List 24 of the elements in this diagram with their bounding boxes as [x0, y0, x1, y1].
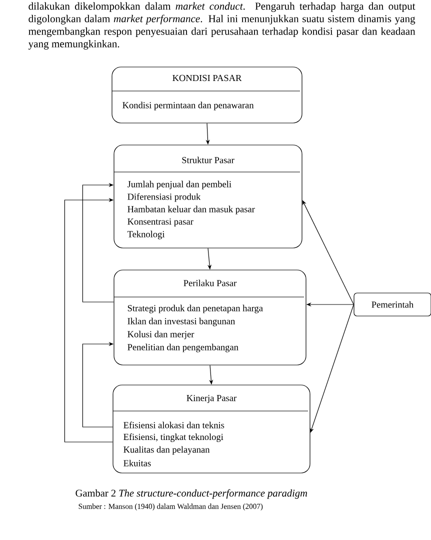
- box-item: Kondisi permintaan dan penawaran: [122, 102, 254, 110]
- box-item: Kualitas dan pelayanan: [124, 446, 210, 455]
- paragraph: dilakukan dikelompokkan dalam market conduct. Pengaruh terhadap harga dan output digolongkan dalam market performance. Hal ini menunjukkan suatu sistem dinamis yang mengembangkan respon penyesuaian dari perusahaan terhadap kondisi pasar dan keadaan yang memungkinkan.: [28, 2, 416, 50]
- box-item: Ekuitas: [124, 460, 151, 466]
- box-item: Strategi produk dan penetapan harga: [128, 304, 263, 314]
- box-heading: Struktur Pasar: [182, 156, 234, 164]
- box-heading: Kinerja Pasar: [186, 394, 236, 404]
- box-item: Efisiensi alokasi dan teknis: [124, 422, 224, 428]
- box-item: Efisiensi, tingkat teknologi: [124, 433, 224, 442]
- box-item: Konsentrasi pasar: [128, 218, 194, 227]
- box-heading: Perilaku Pasar: [184, 280, 237, 286]
- box-item: Teknologi: [127, 230, 165, 240]
- box-item: Kolusi dan merjer: [128, 330, 194, 340]
- box-item: Penelitian dan pengembangan: [128, 344, 238, 352]
- box-item: Hambatan keluar dan masuk pasar: [128, 206, 255, 214]
- box-item: Iklan dan investasi bangunan: [128, 318, 235, 326]
- arrow: [302, 200, 354, 305]
- actor-box: Pemerintah: [354, 292, 431, 316]
- box-item: Diferensiasi produk: [128, 193, 201, 202]
- box-heading: KONDISI PASAR: [172, 74, 242, 82]
- arrow: [310, 304, 354, 433]
- figure-caption: Gambar 2 The structure-conduct-performance paradigm: [76, 489, 308, 499]
- box-item: Jumlah penjual dan pembeli: [128, 180, 232, 190]
- arrow: [82, 182, 114, 302]
